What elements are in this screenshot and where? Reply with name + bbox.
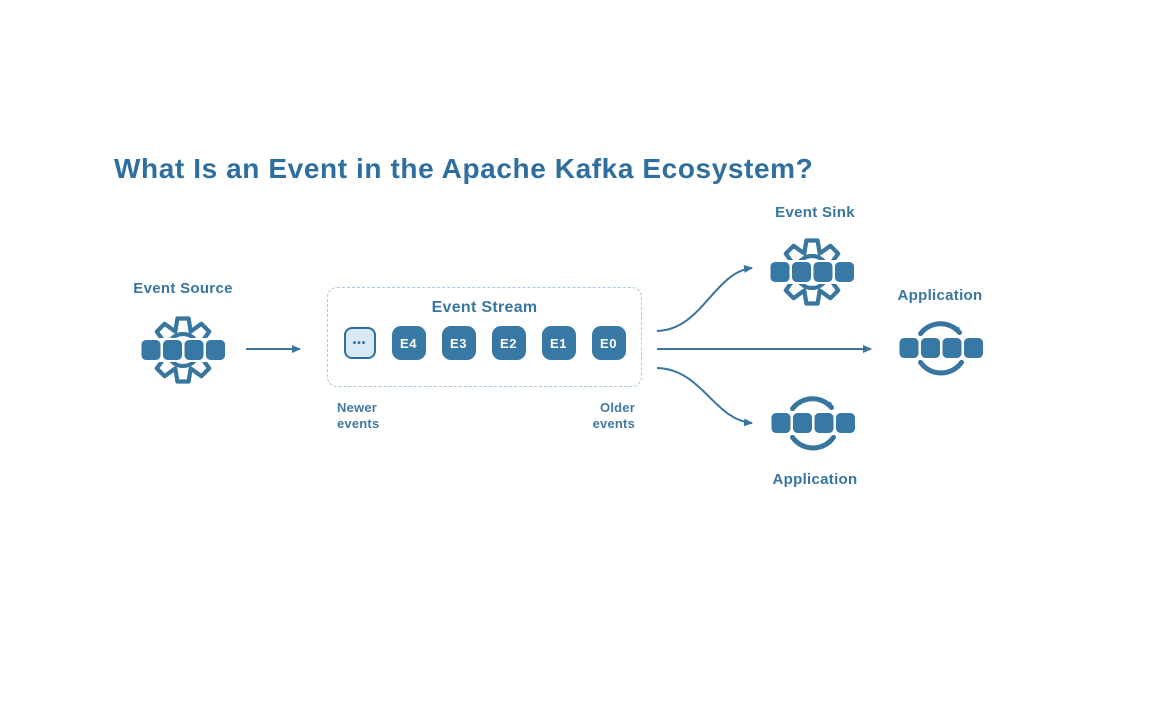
gear-icon bbox=[141, 316, 225, 384]
arrow-stream-to-sink bbox=[656, 264, 753, 332]
event-box-e1: E1 bbox=[541, 326, 576, 360]
cycle-arrows-icon bbox=[899, 321, 983, 376]
event-sink-label: Event Sink bbox=[775, 204, 855, 221]
gear-icon bbox=[770, 238, 854, 306]
application-bottom-label: Application bbox=[772, 471, 858, 488]
event-stream-box: Event Stream ••• E4 E3 E2 E1 E0 bbox=[327, 287, 642, 387]
event-source-label: Event Source bbox=[133, 280, 233, 297]
event-box-e3: E3 bbox=[441, 326, 476, 360]
arrow-stream-to-application-bottom bbox=[656, 367, 753, 427]
event-stream-row: ••• E4 E3 E2 E1 E0 bbox=[328, 326, 641, 360]
event-box-e4: E4 bbox=[391, 326, 426, 360]
event-stream-label: Event Stream bbox=[431, 299, 538, 316]
event-box-e0: E0 bbox=[591, 326, 626, 360]
older-events-label: Older events bbox=[592, 400, 635, 431]
event-box-ellipsis: ••• bbox=[343, 327, 376, 359]
page-title: What Is an Event in the Apache Kafka Eco… bbox=[114, 153, 814, 184]
event-box-e2: E2 bbox=[491, 326, 526, 360]
newer-events-label: Newer events bbox=[337, 400, 380, 431]
application-right-label: Application bbox=[897, 287, 983, 304]
cycle-arrows-icon bbox=[771, 396, 855, 451]
